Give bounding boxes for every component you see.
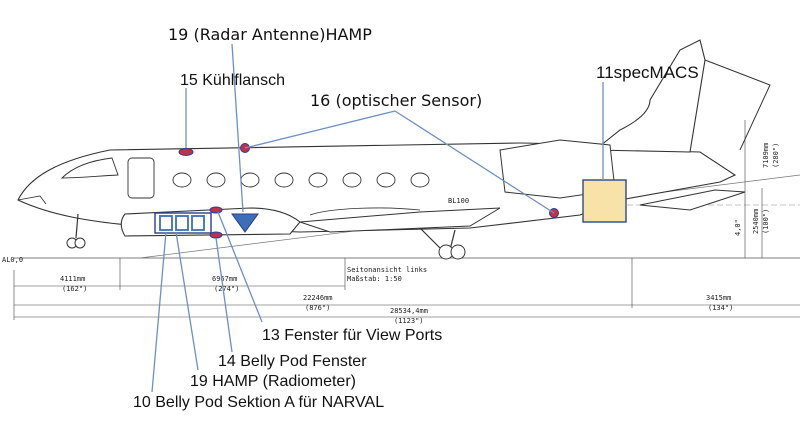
dim-3415: 3415mm <box>706 294 731 302</box>
massstab-label: Maßstab: 1:50 <box>347 275 402 283</box>
dim-162: (162") <box>62 285 87 293</box>
dim-4111: 4111mm <box>60 275 85 283</box>
cabin-windows <box>172 172 430 188</box>
dim-876: (876") <box>305 304 330 312</box>
belly-fenster-marker-icon <box>209 231 223 239</box>
kuehlflansch-marker-icon <box>178 148 194 156</box>
callout-hamp-radiometer: 19 HAMP (Radiometer) <box>190 373 356 390</box>
dim-7109: 7109mm <box>762 143 770 168</box>
nose-detail <box>17 195 47 205</box>
hamp-radar-triangle-icon <box>231 213 259 233</box>
wing-fairing <box>309 207 421 216</box>
nose-gear <box>66 213 86 249</box>
dim-1123: (1123") <box>394 317 424 325</box>
callout-specmacs: 11specMACS <box>596 63 699 82</box>
cabin-door <box>127 157 155 199</box>
callout-radar-antenne: 19 (Radar Antenne)HAMP <box>168 25 372 44</box>
dim-274: (274") <box>214 285 239 293</box>
callout-kuehlflansch: 15 Kühlflansch <box>180 72 285 89</box>
dimension-lines <box>13 120 800 320</box>
dim-2540: 2540mm <box>752 209 760 234</box>
cockpit-window <box>60 157 119 179</box>
dim-280: (280") <box>772 143 780 168</box>
dim-6967: 6967mm <box>212 275 237 283</box>
specmacs-box <box>582 179 627 223</box>
seitenansicht-label: Seitonansicht links <box>347 266 427 274</box>
callout-belly-pod-fenster: 14 Belly Pod Fenster <box>218 353 367 370</box>
dim-100: (100") <box>762 209 770 234</box>
bl100-label: BL100 <box>448 197 469 205</box>
callout-lines <box>151 43 604 393</box>
tail-outline <box>704 59 771 151</box>
dim-134: (134") <box>708 304 733 312</box>
main-gear <box>419 227 466 260</box>
al00-label: AL0,0 <box>2 256 23 264</box>
dim-small: 4,0" <box>734 219 742 236</box>
wing <box>299 207 501 233</box>
callout-fenster-view-ports: 13 Fenster für View Ports <box>262 327 442 344</box>
dim-22246: 22246mm <box>303 294 333 302</box>
callout-optischer-sensor: 16 (optischer Sensor) <box>310 91 482 110</box>
fenster-marker-icon <box>209 206 223 214</box>
dim-28534: 28534,4mm <box>390 307 428 315</box>
callout-belly-pod-sektion: 10 Belly Pod Sektion A für NARVAL <box>133 394 384 411</box>
belly-pod-section-a <box>154 212 212 234</box>
vertical-tail <box>593 39 706 153</box>
